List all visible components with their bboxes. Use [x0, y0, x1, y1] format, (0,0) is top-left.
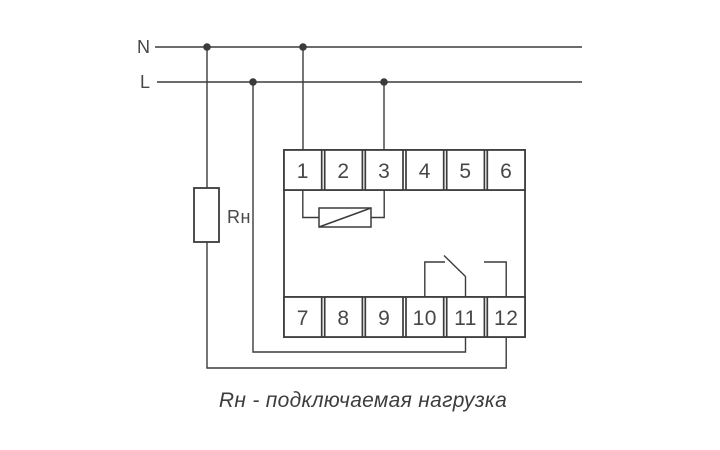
wire-load-to-terminal-12: [206, 242, 507, 369]
terminal-label: 2: [337, 160, 349, 183]
terminal-box: [364, 296, 404, 338]
terminal-box: [323, 149, 364, 191]
wire-l-to-terminal-11: [252, 82, 467, 353]
terminal-box: [405, 296, 445, 338]
neutral-label: N: [137, 37, 150, 57]
terminal-label: 5: [459, 160, 471, 183]
load-resistor: [193, 187, 220, 243]
terminal-label: 6: [500, 160, 512, 183]
caption: Rн - подключаемая нагрузка: [219, 389, 507, 412]
terminal-label: 10: [413, 307, 437, 330]
relay-contact: [424, 254, 507, 297]
coil-diagonal: [318, 207, 372, 228]
terminal-box: [323, 296, 364, 338]
terminal-label: 3: [378, 160, 390, 183]
terminal-box: [445, 149, 486, 191]
coil-symbol: [302, 190, 385, 228]
terminal-label: 11: [454, 307, 477, 330]
terminal-box: [283, 296, 323, 338]
terminal-label: 9: [378, 307, 390, 330]
terminal-label: 7: [297, 307, 309, 330]
terminal-label: 1: [297, 160, 309, 183]
terminal-label: 8: [337, 307, 349, 330]
contact-lead-terminal-10: [424, 261, 445, 297]
device-outline: [283, 149, 526, 338]
coil-box: [318, 207, 372, 228]
terminal-box: [486, 296, 526, 338]
contact-blade: [443, 254, 466, 278]
terminal-label: 12: [494, 307, 518, 330]
terminal-row-bottom: 7 8 9 10 11 12: [283, 296, 526, 338]
load-label: Rн: [227, 207, 251, 227]
terminal-box: [405, 149, 445, 191]
contact-lead-terminal-12: [484, 261, 507, 297]
coil-lead-right: [371, 190, 385, 219]
coil-lead-left: [302, 190, 319, 219]
terminal-label: 4: [419, 160, 431, 183]
terminal-row-top: 1 2 3 4 5 6: [283, 149, 526, 191]
phase-label: L: [140, 72, 150, 92]
terminal-box: [486, 149, 526, 191]
terminal-box: [364, 149, 404, 191]
